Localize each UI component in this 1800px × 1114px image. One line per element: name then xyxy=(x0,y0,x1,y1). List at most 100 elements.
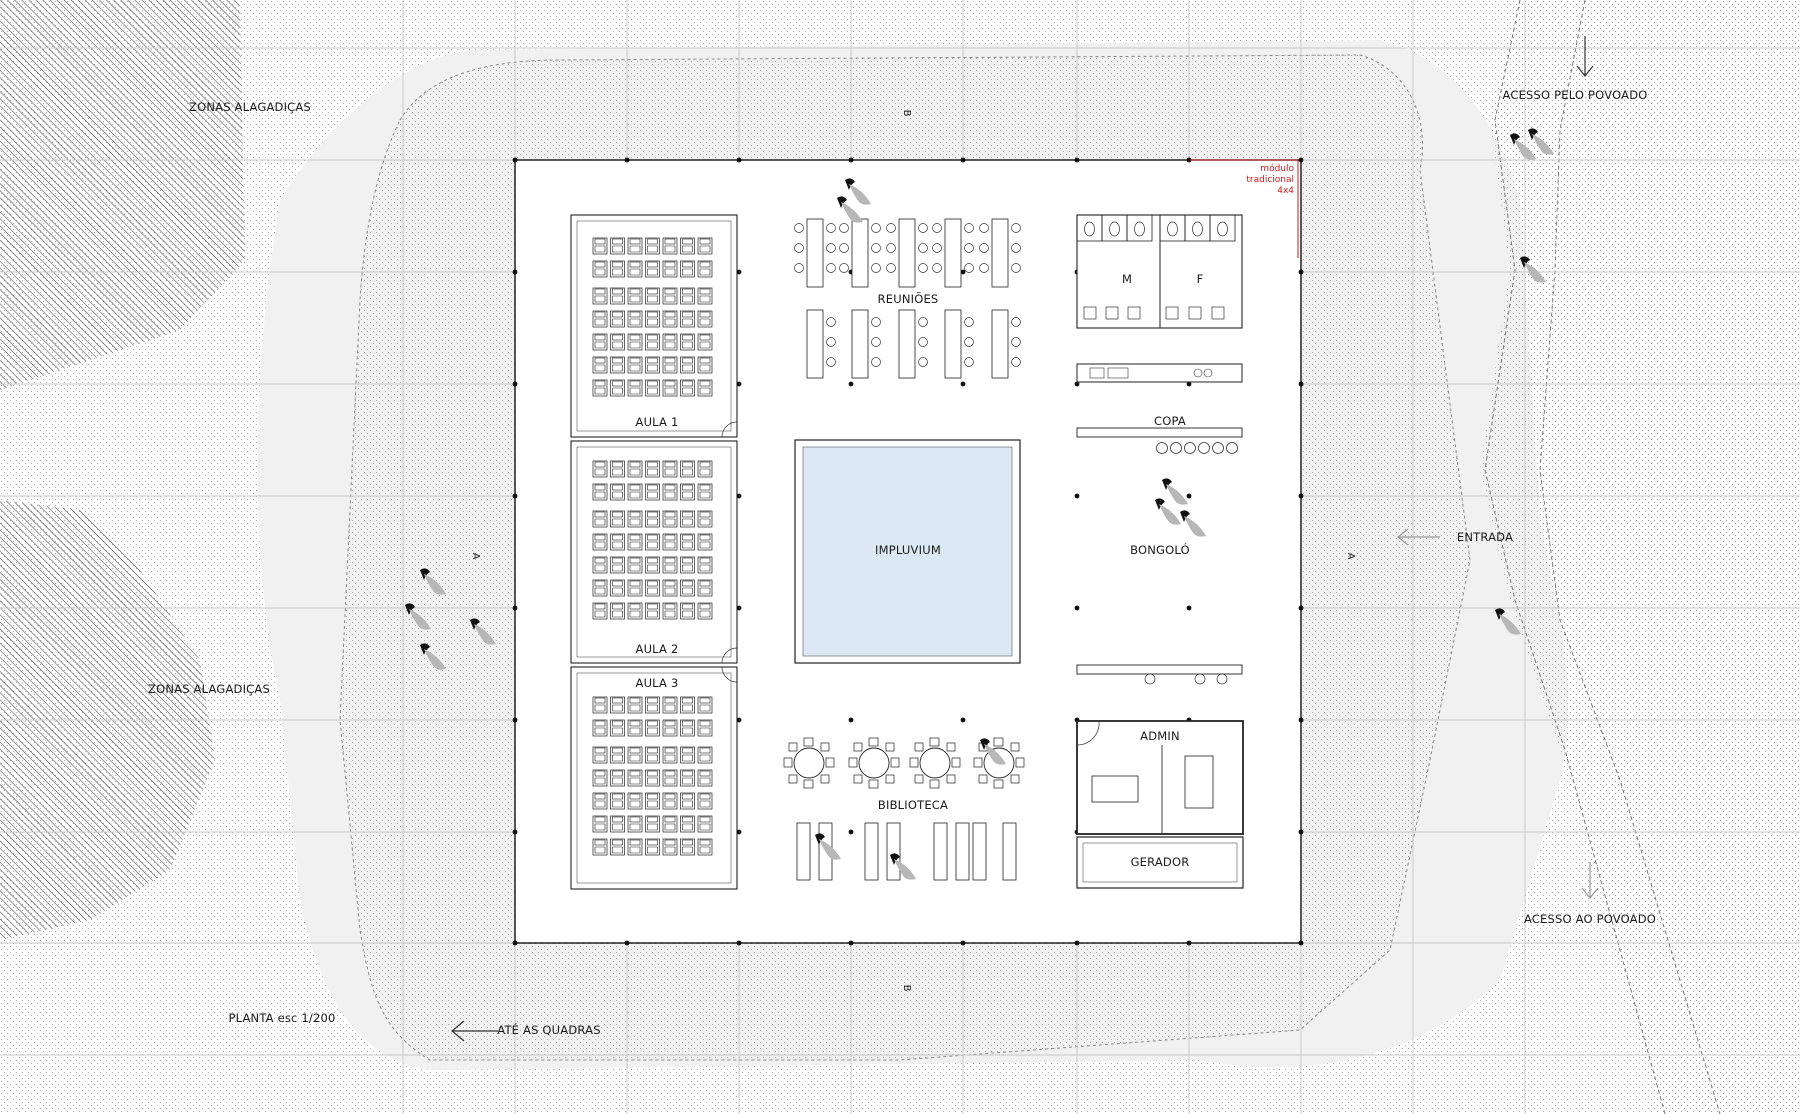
meeting-stool xyxy=(839,263,849,273)
seat xyxy=(645,510,660,528)
meeting-stool xyxy=(964,317,974,327)
access-to-village-label: ACESSO AO POVOADO xyxy=(1524,912,1656,926)
module-note-line-3: 4x4 xyxy=(1277,186,1294,196)
meeting-stool xyxy=(1011,337,1021,347)
seat xyxy=(592,815,608,833)
seat xyxy=(627,510,643,528)
meeting-stool xyxy=(871,223,881,233)
copa-kitchen: COPA xyxy=(1076,363,1243,454)
seat xyxy=(610,838,625,856)
seat xyxy=(627,838,643,856)
meeting-stool xyxy=(794,243,804,253)
wc-m-label: M xyxy=(1122,272,1132,286)
seat xyxy=(645,792,660,810)
admin-label: ADMIN xyxy=(1140,729,1180,743)
column xyxy=(512,157,518,163)
seat xyxy=(627,333,643,351)
copa-stool xyxy=(1198,442,1210,454)
seat xyxy=(610,260,625,278)
seat xyxy=(627,719,643,737)
column xyxy=(848,829,854,835)
traditional-module-outline xyxy=(1190,159,1299,258)
seat xyxy=(627,696,643,714)
seat xyxy=(697,696,713,714)
biblioteca-label: BIBLIOTECA xyxy=(878,798,948,812)
seat xyxy=(662,260,678,278)
seat xyxy=(680,792,695,810)
meeting-stool xyxy=(932,263,942,273)
meeting-stool xyxy=(964,243,974,253)
column xyxy=(1186,493,1192,499)
column xyxy=(960,717,966,723)
toilet-stall xyxy=(1126,214,1153,242)
column xyxy=(736,381,742,387)
section-mark-a-right: A xyxy=(1345,553,1356,560)
bookshelf xyxy=(886,822,901,881)
meeting-stool xyxy=(871,243,881,253)
seat xyxy=(627,746,643,764)
meeting-table xyxy=(991,218,1009,288)
seat xyxy=(610,333,625,351)
flooded-zone-bottom-label: ZONAS ALAGADIÇAS xyxy=(148,682,270,696)
seat xyxy=(610,746,625,764)
seat xyxy=(645,719,660,737)
seat xyxy=(592,696,608,714)
seat xyxy=(645,579,660,597)
seat xyxy=(697,533,713,551)
column xyxy=(736,940,742,946)
seat xyxy=(592,533,608,551)
seat xyxy=(592,483,608,501)
seat xyxy=(662,310,678,328)
seat xyxy=(627,556,643,574)
seat xyxy=(645,483,660,501)
seat xyxy=(627,769,643,787)
column xyxy=(1298,493,1304,499)
seat xyxy=(627,356,643,374)
plan-scale-label: PLANTA esc 1/200 xyxy=(228,1011,335,1025)
seat xyxy=(610,460,625,478)
seat xyxy=(662,483,678,501)
toilet-bowl xyxy=(1134,221,1145,237)
column xyxy=(1298,269,1304,275)
to-courts-label: ATÉ AS QUADRAS xyxy=(497,1022,600,1037)
seat xyxy=(697,483,713,501)
flooded-zone-top xyxy=(0,0,245,390)
seat xyxy=(697,310,713,328)
bookshelf xyxy=(1002,822,1017,881)
seat xyxy=(662,769,678,787)
seat xyxy=(645,838,660,856)
column xyxy=(624,157,630,163)
column xyxy=(736,157,742,163)
seat xyxy=(592,379,608,397)
seat xyxy=(662,556,678,574)
meeting-stool xyxy=(918,243,928,253)
library-shelves xyxy=(796,822,1017,881)
seat xyxy=(662,719,678,737)
column xyxy=(1074,493,1080,499)
meeting-table xyxy=(991,309,1009,379)
column xyxy=(960,381,966,387)
impluvium-label: IMPLUVIUM xyxy=(875,543,941,557)
bongolo-bench xyxy=(1076,664,1243,685)
column xyxy=(736,605,742,611)
classroom-aula-2: AULA 2 xyxy=(570,440,738,664)
aula-1-label: AULA 1 xyxy=(636,415,679,429)
module-note-line-1: módulo xyxy=(1260,163,1294,174)
seat xyxy=(697,746,713,764)
seat xyxy=(697,719,713,737)
column xyxy=(512,829,518,835)
seat xyxy=(680,815,695,833)
column xyxy=(1298,940,1304,946)
toilet-bowl xyxy=(1084,221,1095,237)
seat xyxy=(680,746,695,764)
seat xyxy=(680,287,695,305)
column xyxy=(1298,717,1304,723)
seat xyxy=(680,696,695,714)
copa-stool xyxy=(1156,442,1168,454)
seat xyxy=(662,356,678,374)
column xyxy=(512,381,518,387)
column xyxy=(512,940,518,946)
column xyxy=(960,940,966,946)
seat xyxy=(645,237,660,255)
seat xyxy=(680,310,695,328)
